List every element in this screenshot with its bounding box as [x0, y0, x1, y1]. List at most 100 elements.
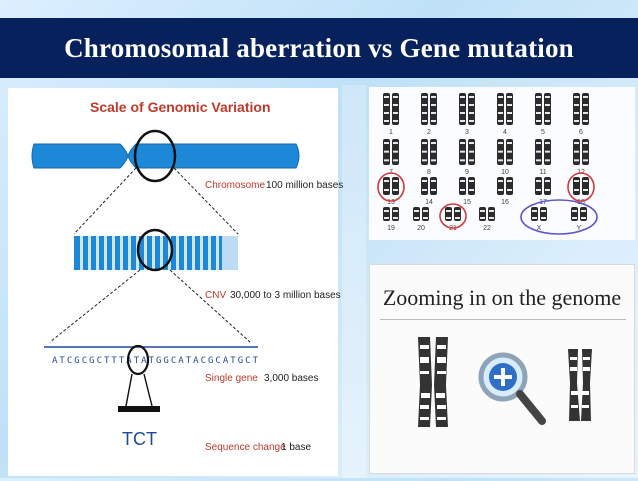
large-chromosome-icon	[418, 337, 448, 427]
chromosome-zoom-circle	[133, 129, 177, 183]
chromosome-size: 100 million bases	[266, 180, 343, 191]
genomic-variation-title: Scale of Genomic Variation	[90, 99, 271, 115]
magnifier-plus-icon	[478, 352, 546, 425]
karyotype-number: 3	[465, 129, 469, 136]
zoom-line	[173, 167, 239, 235]
karyotype-number: 19	[387, 225, 395, 232]
chromosome-label: Chromosome	[205, 180, 265, 191]
single-gene-label: Single gene	[205, 373, 258, 384]
chromosome-bar	[31, 143, 300, 169]
zoom-line	[73, 167, 137, 235]
cnv-stripe	[152, 236, 155, 270]
cnv-stripe	[104, 236, 107, 270]
background-strip	[342, 85, 366, 478]
zoom-title: Zooming in on the genome	[382, 285, 622, 310]
chromosome-pair	[445, 207, 461, 221]
karyotype-number: 10	[501, 169, 509, 176]
single-gene-size: 3,000 bases	[264, 373, 319, 384]
karyotype-number: 8	[427, 169, 431, 176]
karyotype-number: 6	[579, 129, 583, 136]
chromosome-pair	[535, 93, 551, 125]
genomic-variation-panel: Scale of Genomic Variation Chromosome 10…	[8, 88, 343, 476]
chromosome-pair	[571, 207, 587, 221]
sequence-change-size: 1 base	[281, 442, 311, 453]
zoom-line	[169, 269, 251, 343]
karyotype-number: Y	[577, 225, 582, 232]
chromosome-pair	[573, 93, 589, 125]
cnv-label: CNV	[205, 290, 226, 301]
small-chromosome-icon	[568, 349, 592, 421]
zoom-panel: Zooming in on the genome	[369, 264, 635, 474]
chromosome-pair	[479, 207, 495, 221]
karyotype-number: 1	[389, 129, 393, 136]
cnv-stripe	[184, 236, 187, 270]
zoom-line	[143, 373, 153, 407]
chromosome-pair	[421, 139, 437, 165]
karyotype-number: 4	[503, 129, 507, 136]
dna-sequence: ATCGCGCTTTATATGGCATACGCATGCT	[52, 356, 259, 366]
karyotype-number: 9	[465, 169, 469, 176]
chromosome-pair	[421, 177, 437, 195]
karyotype-number: 20	[417, 225, 425, 232]
chromosome-pair	[459, 93, 475, 125]
sequence-zoom-circle	[126, 344, 150, 376]
chromosome-pair	[497, 177, 513, 195]
highlight-circle-13	[377, 172, 405, 202]
cnv-stripe	[88, 236, 91, 270]
karyotype-number: 17	[539, 199, 547, 206]
cnv-stripe	[144, 236, 147, 270]
chromosome-pair	[421, 93, 437, 125]
karyotype-number: X	[537, 225, 542, 232]
zoom-line	[125, 373, 133, 407]
karyotype-number: 11	[539, 169, 546, 176]
cnv-zoom-circle	[136, 228, 174, 272]
cnv-stripe	[168, 236, 171, 270]
karyotype-number: 2	[427, 129, 431, 136]
cnv-stripe	[128, 236, 131, 270]
zoom-illustration	[418, 337, 592, 427]
genomic-variation-diagram: Scale of Genomic Variation Chromosome 10…	[31, 99, 343, 453]
karyotype-number: 13	[387, 199, 395, 206]
chromosome-pair	[573, 139, 589, 165]
cnv-stripe	[192, 236, 195, 270]
chromosome-pair	[459, 177, 475, 195]
title-banner: Chromosomal aberration vs Gene mutation	[0, 18, 638, 78]
sequence-change-label: Sequence change	[205, 442, 286, 453]
chromosome-pair	[497, 139, 513, 165]
chromosome-pair	[383, 139, 399, 165]
chromosome-pair	[383, 207, 399, 221]
highlight-circle-21	[439, 203, 467, 229]
chromosome-pair	[531, 207, 547, 221]
karyotype-number: 16	[501, 199, 509, 206]
highlight-circle-sex-chromosomes	[520, 199, 598, 235]
cnv-stripe	[80, 236, 83, 270]
gene-bar	[118, 406, 160, 412]
chromosome-pair	[497, 93, 513, 125]
karyotype-number: 14	[425, 199, 433, 206]
zoom-line	[49, 269, 141, 343]
cnv-stripe	[208, 236, 211, 270]
cnv-bar-end	[222, 236, 238, 270]
chromosome-pair	[573, 177, 589, 195]
zoom-divider	[380, 319, 626, 320]
cnv-stripe	[112, 236, 115, 270]
cnv-stripe	[176, 236, 179, 270]
tct-sequence: TCT	[122, 429, 157, 449]
cnv-stripe	[160, 236, 163, 270]
cnv-stripes	[80, 236, 219, 270]
cnv-stripe	[200, 236, 203, 270]
chromosome-pair	[413, 207, 429, 221]
cnv-stripe	[96, 236, 99, 270]
chromosome-pair	[535, 177, 551, 195]
karyotype-number: 22	[483, 225, 491, 232]
cnv-size: 30,000 to 3 million bases	[230, 290, 341, 301]
cnv-stripe	[120, 236, 123, 270]
cnv-stripe	[216, 236, 219, 270]
slide-title: Chromosomal aberration vs Gene mutation	[64, 32, 574, 63]
karyotype-number: 5	[541, 129, 545, 136]
chromosome-pair	[383, 93, 399, 125]
chromosome-pair	[535, 139, 551, 165]
karyotype-number: 15	[463, 199, 471, 206]
